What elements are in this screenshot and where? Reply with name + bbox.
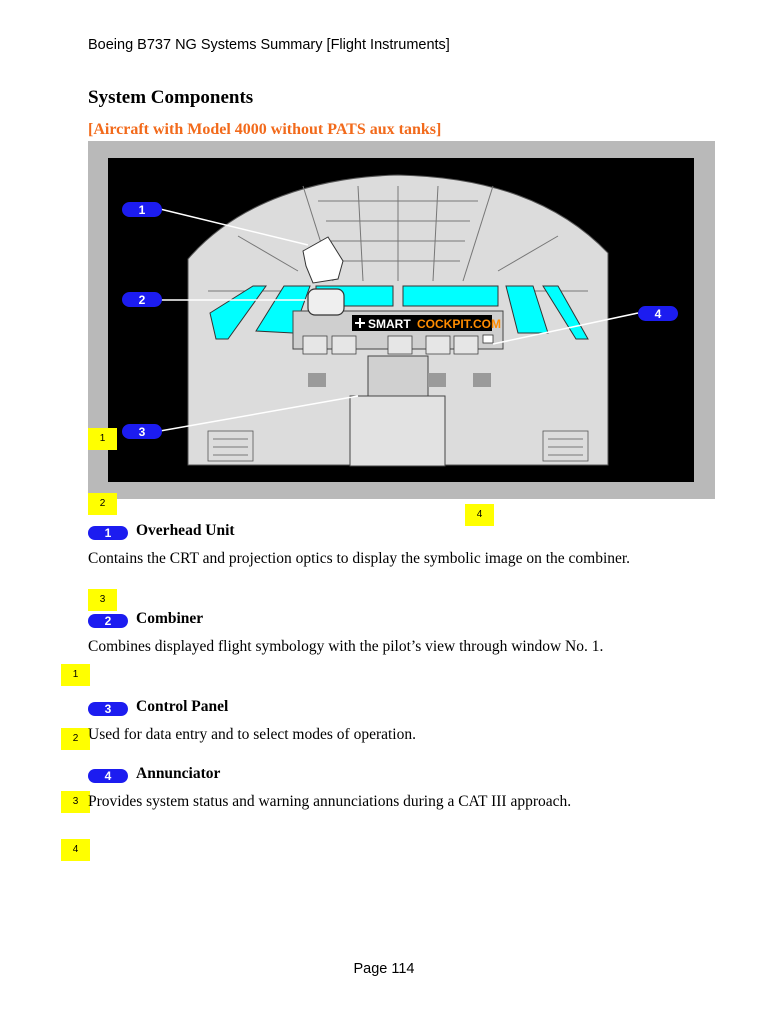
component-heading: Overhead Unit <box>136 522 235 540</box>
component-description: Used for data entry and to select modes … <box>88 725 698 745</box>
yellow-marker: 2 <box>61 728 90 750</box>
yellow-marker: 2 <box>88 493 117 515</box>
component-number-badge: 3 <box>88 702 128 716</box>
effectivity-subtitle: [Aircraft with Model 4000 without PATS a… <box>88 121 441 139</box>
cockpit-illustration: SMART COCKPIT.COM 1 2 3 4 <box>88 141 715 499</box>
yellow-marker: 3 <box>61 791 90 813</box>
hud-combiner <box>308 289 344 315</box>
callout-3: 3 <box>122 424 162 439</box>
svg-text:1: 1 <box>139 203 146 217</box>
smartcockpit-watermark: SMART COCKPIT.COM <box>352 315 501 331</box>
watermark-cockpit: COCKPIT.COM <box>417 317 501 331</box>
callout-4: 4 <box>638 306 678 321</box>
component-description: Provides system status and warning annun… <box>88 792 698 812</box>
component-description: Combines displayed flight symbology with… <box>88 637 698 657</box>
svg-text:3: 3 <box>139 425 146 439</box>
callout-1: 1 <box>122 202 162 217</box>
hud-annunciator <box>483 335 493 343</box>
component-number-badge: 4 <box>88 769 128 783</box>
yellow-marker: 4 <box>465 504 494 526</box>
component-description: Contains the CRT and projection optics t… <box>88 549 698 569</box>
yellow-marker: 4 <box>61 839 90 861</box>
component-heading: Annunciator <box>136 765 220 783</box>
cockpit-figure: SMART COCKPIT.COM 1 2 3 4 <box>88 141 715 499</box>
yellow-marker: 1 <box>88 428 117 450</box>
page-number: Page 114 <box>0 961 768 977</box>
section-title: System Components <box>88 87 253 109</box>
component-heading: Control Panel <box>136 698 228 716</box>
callout-2: 2 <box>122 292 162 307</box>
running-header: Boeing B737 NG Systems Summary [Flight I… <box>88 37 450 53</box>
watermark-smart: SMART <box>368 317 411 331</box>
component-heading: Combiner <box>136 610 203 628</box>
svg-text:4: 4 <box>655 307 662 321</box>
component-number-badge: 1 <box>88 526 128 540</box>
svg-text:2: 2 <box>139 293 146 307</box>
yellow-marker: 3 <box>88 589 117 611</box>
component-number-badge: 2 <box>88 614 128 628</box>
yellow-marker: 1 <box>61 664 90 686</box>
